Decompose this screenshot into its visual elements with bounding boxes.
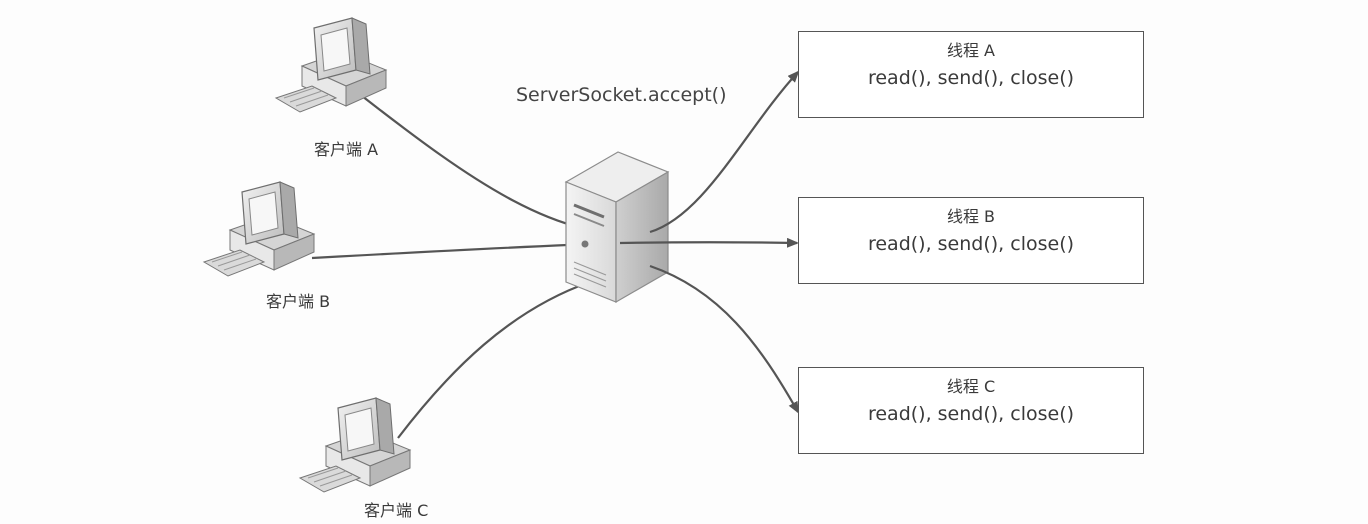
thread-a-title: 线程 A <box>946 41 996 60</box>
computer-icon-client-c <box>298 397 412 493</box>
arrow-to-thread-a <box>649 70 800 234</box>
computer-icon-client-a <box>274 17 388 113</box>
client-c-label: 客户端 C <box>364 501 429 520</box>
server-accept-label: ServerSocket.accept() <box>516 84 727 106</box>
arrow-to-thread-c <box>649 264 799 414</box>
client-b-label: 客户端 B <box>266 292 331 311</box>
computer-icon-client-b <box>202 181 316 277</box>
thread-box-b: 线程 B read(), send(), close() <box>798 197 1144 284</box>
thread-b-title: 线程 B <box>946 207 996 226</box>
client-a-label: 客户端 A <box>314 140 379 159</box>
connection-client-c <box>397 280 591 439</box>
thread-c-ops: read(), send(), close() <box>867 403 1075 425</box>
thread-c-title: 线程 C <box>946 377 996 396</box>
thread-b-ops: read(), send(), close() <box>867 233 1075 255</box>
thread-arrows <box>619 70 800 414</box>
server-icon <box>564 151 670 304</box>
arrow-to-thread-b <box>619 237 799 248</box>
thread-box-c: 线程 C read(), send(), close() <box>798 367 1144 454</box>
thread-a-ops: read(), send(), close() <box>867 67 1075 89</box>
thread-box-a: 线程 A read(), send(), close() <box>798 31 1144 118</box>
